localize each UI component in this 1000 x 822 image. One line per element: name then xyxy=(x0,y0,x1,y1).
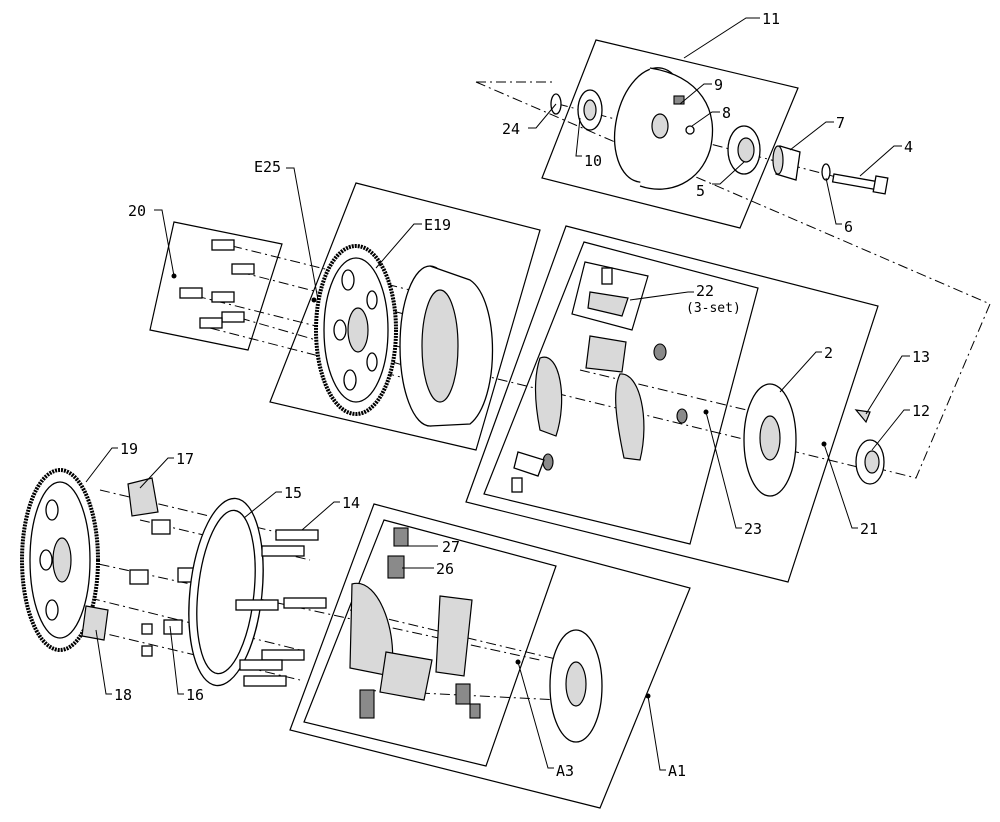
part-18-shoe xyxy=(81,605,109,641)
callout-20: 20 xyxy=(128,202,146,220)
callout-6: 6 xyxy=(844,218,853,236)
part-7-bushing xyxy=(772,145,801,181)
callout-A1: A1 xyxy=(668,762,686,780)
callout-4: 4 xyxy=(904,138,913,156)
part-10-bearing xyxy=(577,89,603,131)
part-16-pins xyxy=(129,519,197,657)
part-shoes-upper xyxy=(511,335,688,493)
callout-23: 23 xyxy=(744,520,762,538)
leader-dots xyxy=(171,273,827,699)
box-21-clutch xyxy=(465,225,879,583)
callout-26: 26 xyxy=(436,560,454,578)
part-22-clip xyxy=(587,267,629,317)
callout-9: 9 xyxy=(714,76,723,94)
part-27-spring xyxy=(393,527,409,547)
part-4-bolt xyxy=(831,173,889,195)
callout-24: 24 xyxy=(502,120,520,138)
part-A3-shoes xyxy=(349,582,481,719)
part-14-bolts xyxy=(235,529,327,687)
part-5-sprocket xyxy=(727,125,761,175)
part-6-washer xyxy=(821,163,831,181)
part-15-gasket xyxy=(188,497,264,687)
part-8-pin xyxy=(685,125,695,135)
box-A3 xyxy=(303,519,557,767)
callout-12: 12 xyxy=(912,402,930,420)
callout-17: 17 xyxy=(176,450,194,468)
part-E25-flywheel xyxy=(314,244,398,416)
centerline-7 xyxy=(579,369,781,419)
part-2-hub xyxy=(743,383,797,497)
part-19-flywheel xyxy=(20,468,100,652)
callout-19: 19 xyxy=(120,440,138,458)
box-11-cover xyxy=(541,39,799,229)
callout-21: 21 xyxy=(860,520,878,538)
callout-11: 11 xyxy=(762,10,780,28)
part-11-cover-drum xyxy=(613,67,714,190)
callout-15: 15 xyxy=(284,484,302,502)
part-20-bolt-set xyxy=(179,239,255,329)
callout-14: 14 xyxy=(342,494,360,512)
box-A1 xyxy=(289,503,691,809)
callout-E19: E19 xyxy=(424,216,451,234)
centerline-10 xyxy=(79,559,541,661)
part-26-spring xyxy=(387,555,405,579)
box-22-set xyxy=(571,261,649,331)
callout-22: 22 xyxy=(696,282,714,300)
callout-13: 13 xyxy=(912,348,930,366)
callout-8: 8 xyxy=(722,104,731,122)
callout-A3: A3 xyxy=(556,762,574,780)
dashed-envelope xyxy=(475,81,991,479)
callout-10: 10 xyxy=(584,152,602,170)
part-17-lever xyxy=(127,477,159,517)
part-E19-drum xyxy=(399,265,494,427)
callout-2: 2 xyxy=(824,344,833,362)
part-A1-hub xyxy=(549,629,603,743)
callout-22-set: (3-set) xyxy=(686,301,741,316)
box-23-shoes xyxy=(483,241,759,545)
callout-5: 5 xyxy=(696,182,705,200)
callout-27: 27 xyxy=(442,538,460,556)
centerline-4 xyxy=(195,295,421,353)
callout-16: 16 xyxy=(186,686,204,704)
callout-18: 18 xyxy=(114,686,132,704)
part-12-nut xyxy=(855,439,885,485)
leader-lines xyxy=(85,17,910,771)
callout-7: 7 xyxy=(836,114,845,132)
box-E25-flywheel xyxy=(269,182,541,451)
callout-E25: E25 xyxy=(254,158,281,176)
box-20-bolts xyxy=(149,221,283,351)
